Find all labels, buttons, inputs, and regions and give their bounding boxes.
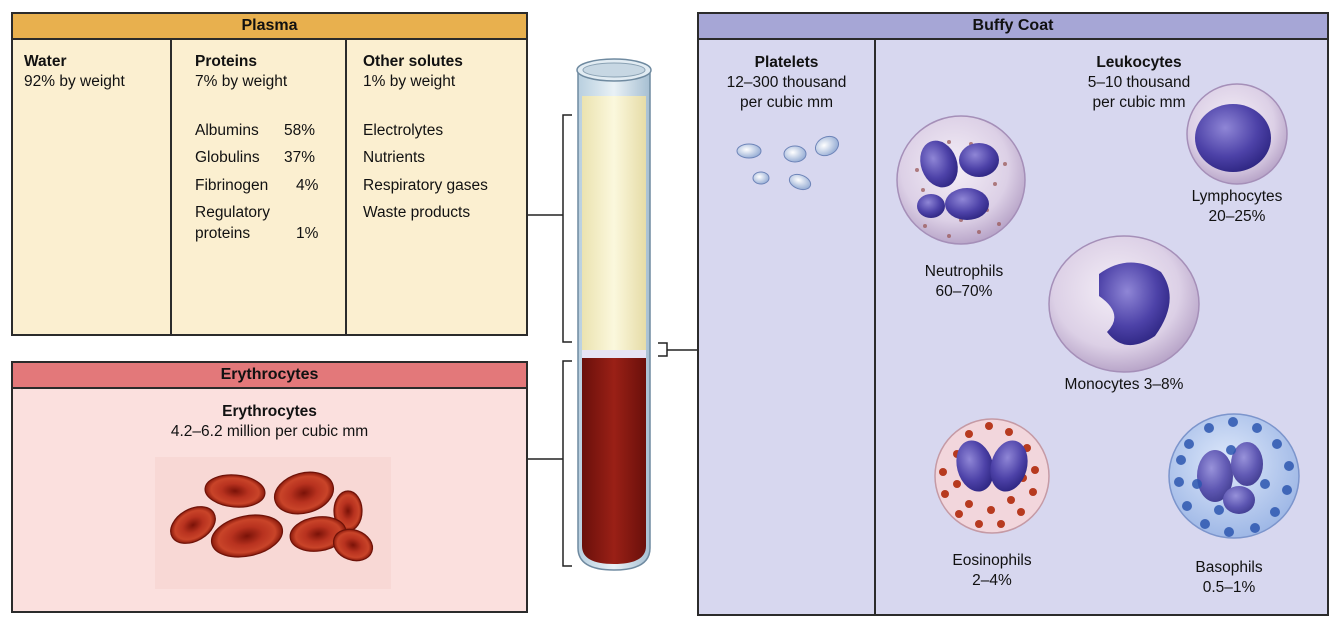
other-solutes-percent: 1% by weight (363, 73, 456, 90)
leukocytes-count-line2: per cubic mm (1092, 94, 1186, 111)
plasma-header: Plasma (13, 14, 526, 40)
lymphocyte-cell (1186, 83, 1288, 185)
water-percent: 92% by weight (24, 73, 125, 90)
proteins-heading: Proteins (195, 53, 258, 70)
buffy-column-divider (874, 40, 876, 614)
buffy-coat-panel: Buffy Coat Platelets 12–300 thousand per… (697, 12, 1329, 616)
proteins-percent: 7% by weight (195, 73, 288, 90)
regulatory-label: Regulatory (195, 204, 270, 221)
neutrophils-label: Neutrophils (924, 263, 1004, 280)
monocyte-cell (1048, 235, 1200, 373)
regulatory-percent: 1% (296, 225, 319, 242)
plasma-panel: Plasma Water 92% by weight Proteins 7% b… (11, 12, 528, 336)
neutrophil-cell (896, 115, 1026, 245)
fibrinogen-label: Fibrinogen (195, 177, 269, 194)
nutrients-label: Nutrients (363, 149, 426, 166)
basophils-label: Basophils (1195, 559, 1263, 576)
lymphocytes-percent: 20–25% (1208, 208, 1266, 225)
platelets-count-line1: 12–300 thousand (726, 74, 847, 91)
eosinophils-percent: 2–4% (972, 572, 1012, 589)
erythrocytes-bracket (562, 360, 572, 567)
other-solutes-heading: Other solutes (363, 53, 463, 70)
waste-products-label: Waste products (363, 204, 471, 221)
eosinophil-cell (934, 418, 1050, 534)
basophil-cell (1168, 413, 1300, 539)
buffy-coat-bracket (658, 342, 668, 357)
erythrocyte-layer (582, 358, 646, 564)
proteins-column: Proteins 7% by weight Albumins 58% Globu… (170, 40, 347, 334)
fibrinogen-percent: 4% (296, 177, 319, 194)
erythrocytes-panel: Erythrocytes Erythrocytes 4.2–6.2 millio… (11, 361, 528, 613)
other-solutes-column: Other solutes 1% by weight Electrolytes … (347, 40, 526, 334)
white-cells-illustration (736, 83, 1300, 539)
neutrophils-percent: 60–70% (935, 283, 993, 300)
respiratory-gases-label: Respiratory gases (363, 177, 488, 194)
albumins-label: Albumins (195, 122, 259, 139)
basophils-percent: 0.5–1% (1202, 579, 1256, 596)
platelets-heading: Platelets (754, 54, 819, 71)
albumins-percent: 58% (284, 122, 316, 139)
buffy-coat-header: Buffy Coat (699, 14, 1327, 40)
plasma-layer (582, 96, 646, 354)
buffy-coat-layer (582, 350, 646, 358)
water-heading: Water (24, 53, 67, 70)
globulins-label: Globulins (195, 149, 260, 166)
erythrocytes-header: Erythrocytes (13, 363, 526, 389)
monocytes-label: Monocytes 3–8% (1064, 376, 1184, 393)
electrolytes-label: Electrolytes (363, 122, 444, 139)
leukocytes-heading: Leukocytes (1096, 54, 1182, 71)
leukocytes-count-line1: 5–10 thousand (1087, 74, 1191, 91)
red-blood-cells-illustration (155, 457, 391, 589)
erythrocytes-count: 4.2–6.2 million per cubic mm (170, 423, 369, 440)
plasma-bracket (562, 114, 572, 343)
erythrocytes-heading: Erythrocytes (222, 403, 317, 420)
regulatory-label-2: proteins (195, 225, 251, 242)
globulins-percent: 37% (284, 149, 316, 166)
eosinophils-label: Eosinophils (952, 552, 1032, 569)
water-column: Water 92% by weight (13, 40, 170, 334)
platelets-illustration (736, 135, 840, 191)
lymphocytes-label: Lymphocytes (1191, 188, 1283, 205)
platelets-count-line2: per cubic mm (739, 94, 834, 111)
